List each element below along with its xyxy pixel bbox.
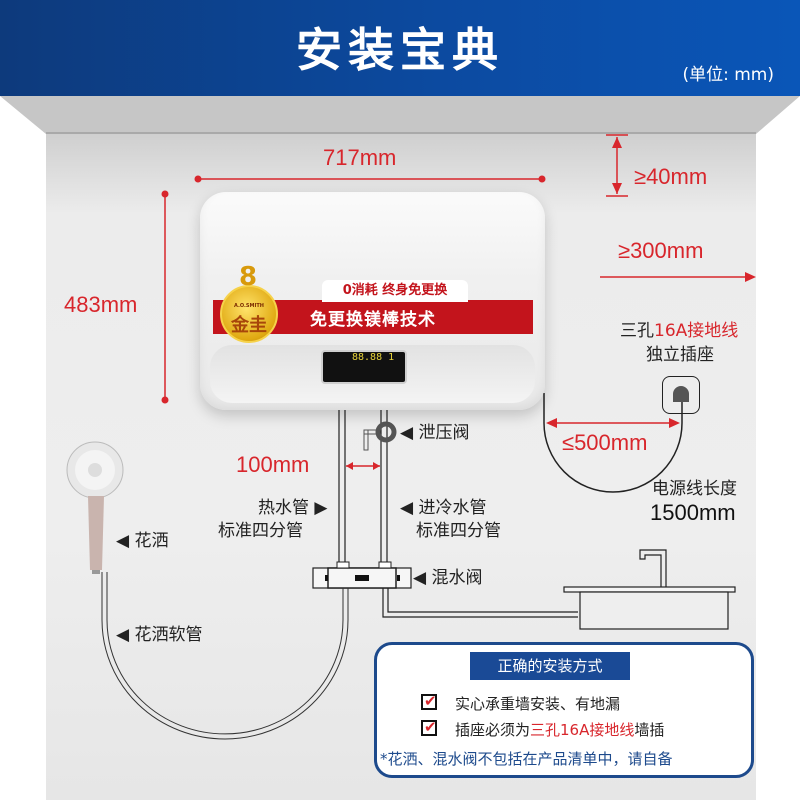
banner-text: 免更换镁棒技术 <box>310 310 436 330</box>
header-banner <box>0 0 800 96</box>
control-display <box>321 350 407 384</box>
cold-pipe-label: ◀ 进冷水管 <box>400 498 487 518</box>
checklist-note: *花洒、混水阀不包括在产品清单中，请自备 <box>380 750 673 768</box>
page-title: 安装宝典 <box>296 23 504 77</box>
checklist-item-2-red: 三孔16A接地线 <box>530 721 635 739</box>
badge-name: 金圭 <box>231 315 267 336</box>
mixing-valve-text: 混水阀 <box>431 568 483 588</box>
checklist-item-1: 实心承重墙安装、有地漏 <box>455 695 621 713</box>
cold-pipe-text: 进冷水管 <box>418 498 487 518</box>
top-clearance: ≥40mm <box>634 164 708 189</box>
height-dimension: 483mm <box>64 292 138 317</box>
checklist-item-2: 插座必须为三孔16A接地线墙插 <box>455 719 664 740</box>
outlet-distance: ≤500mm <box>562 430 648 455</box>
banner-tab: 0消耗 终身免更换 <box>322 280 468 302</box>
checklist-item-2-prefix: 插座必须为 <box>455 721 531 739</box>
outlet-label-line1: 三孔16A接地线 <box>620 320 738 342</box>
outlet-label-line2: 独立插座 <box>646 345 714 365</box>
hot-pipe-spec: 标准四分管 <box>218 521 303 541</box>
outlet-icon <box>662 376 700 414</box>
shower-hose-text: 花洒软管 <box>134 625 203 645</box>
checklist-item-2-suffix: 墙插 <box>634 721 665 739</box>
gold-badge <box>220 285 278 343</box>
shower-label: ◀ 花洒 <box>116 531 169 551</box>
badge-number: 8 <box>239 262 258 292</box>
badge-brand: A.O.SMITH <box>234 303 264 309</box>
checklist-title: 正确的安装方式 <box>470 652 630 680</box>
unit-note: (单位: mm) <box>682 65 774 85</box>
cord-length-value: 1500mm <box>650 500 736 525</box>
cold-pipe-spec: 标准四分管 <box>416 521 501 541</box>
relief-valve-text: 泄压阀 <box>418 423 470 443</box>
cord-length-label: 电源线长度 <box>652 479 737 499</box>
shower-text: 花洒 <box>134 531 169 551</box>
outlet-plug-icon <box>673 386 689 402</box>
display-digits: 88.88 1 <box>352 352 395 363</box>
hot-pipe-label: 热水管 ▶ <box>258 498 328 518</box>
hot-pipe-text: 热水管 <box>258 498 309 518</box>
shower-hose-label: ◀ 花洒软管 <box>116 625 203 645</box>
checkbox-icon: ✔ <box>421 718 437 736</box>
outlet-label-prefix: 三孔 <box>620 321 654 341</box>
outlet-label-red: 16A接地线 <box>654 321 739 341</box>
checkbox-icon: ✔ <box>421 692 437 710</box>
shower-head-icon <box>66 441 124 574</box>
pipe-spacing: 100mm <box>236 452 310 477</box>
relief-valve-label: ◀ 泄压阀 <box>400 423 470 443</box>
mixing-valve-label: ◀ 混水阀 <box>413 568 483 588</box>
width-dimension: 717mm <box>323 145 397 170</box>
side-clearance: ≥300mm <box>618 238 704 263</box>
